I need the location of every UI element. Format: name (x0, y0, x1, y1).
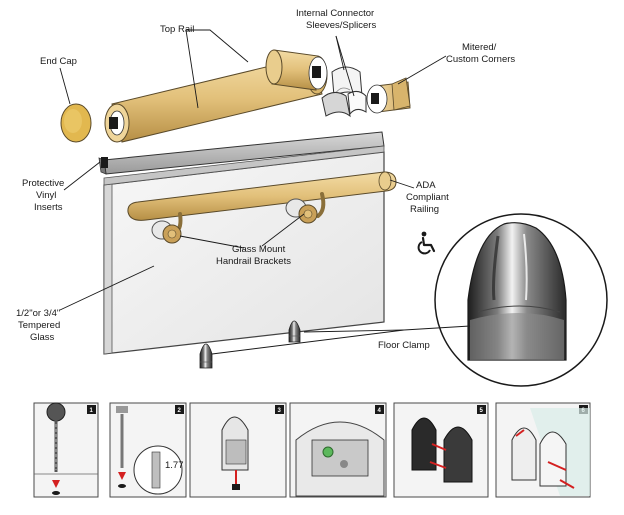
step-number-5: 5 (480, 408, 484, 414)
label-glass-mount-2: Handrail Brackets (216, 256, 291, 267)
leader-lines (59, 29, 471, 355)
wheelchair-accessibility-icon (417, 231, 436, 255)
label-ada-3: Railing (410, 204, 439, 215)
label-ada-1: ADA (416, 180, 436, 191)
label-glass-3: Glass (30, 332, 55, 343)
install-step-4: 4 (289, 402, 387, 498)
label-glass-2: Tempered (18, 320, 60, 331)
step-number-1: 1 (90, 408, 94, 414)
label-top-rail: Top Rail (160, 24, 194, 35)
label-glass-mount-1: Glass Mount (232, 244, 286, 255)
short-rail-tube (265, 49, 328, 91)
install-step-6: 6 (495, 402, 591, 498)
label-vinyl-2: Vinyl (36, 190, 56, 201)
floor-clamp-right (288, 320, 301, 343)
label-glass-1: 1/2"or 3/4" (16, 308, 60, 319)
label-vinyl-1: Protective (22, 178, 64, 189)
ada-handrail (127, 171, 397, 221)
label-floor-clamp: Floor Clamp (378, 340, 430, 351)
label-vinyl-3: Inserts (34, 202, 63, 213)
install-step-3: 3 (189, 402, 287, 498)
end-cap (60, 103, 92, 143)
step-number-3: 3 (278, 408, 282, 414)
label-mitered-2: Custom Corners (446, 54, 515, 65)
handrail-bracket-left (151, 212, 183, 244)
label-mitered-1: Mitered/ (462, 42, 497, 53)
step-number-4: 4 (378, 408, 382, 414)
install-step-2: 2 1.77 (109, 402, 187, 498)
label-ada-2: Compliant (406, 192, 449, 203)
step-number-2: 2 (178, 408, 182, 414)
handrail-bracket-right (285, 192, 326, 224)
label-end-cap: End Cap (40, 56, 77, 67)
installation-steps: 1 2 1.77 3 (33, 402, 591, 498)
floor-clamp-detail (434, 213, 608, 387)
mitered-corner (366, 77, 411, 114)
floor-clamp-left (199, 343, 213, 369)
step2-dimension: 1.77 (165, 460, 184, 471)
label-internal-connector-2: Sleeves/Splicers (306, 20, 376, 31)
label-internal-connector-1: Internal Connector (296, 8, 374, 19)
install-step-5: 5 (393, 402, 489, 498)
install-step-1: 1 (33, 402, 99, 498)
connector-sleeve-lower (321, 90, 367, 118)
